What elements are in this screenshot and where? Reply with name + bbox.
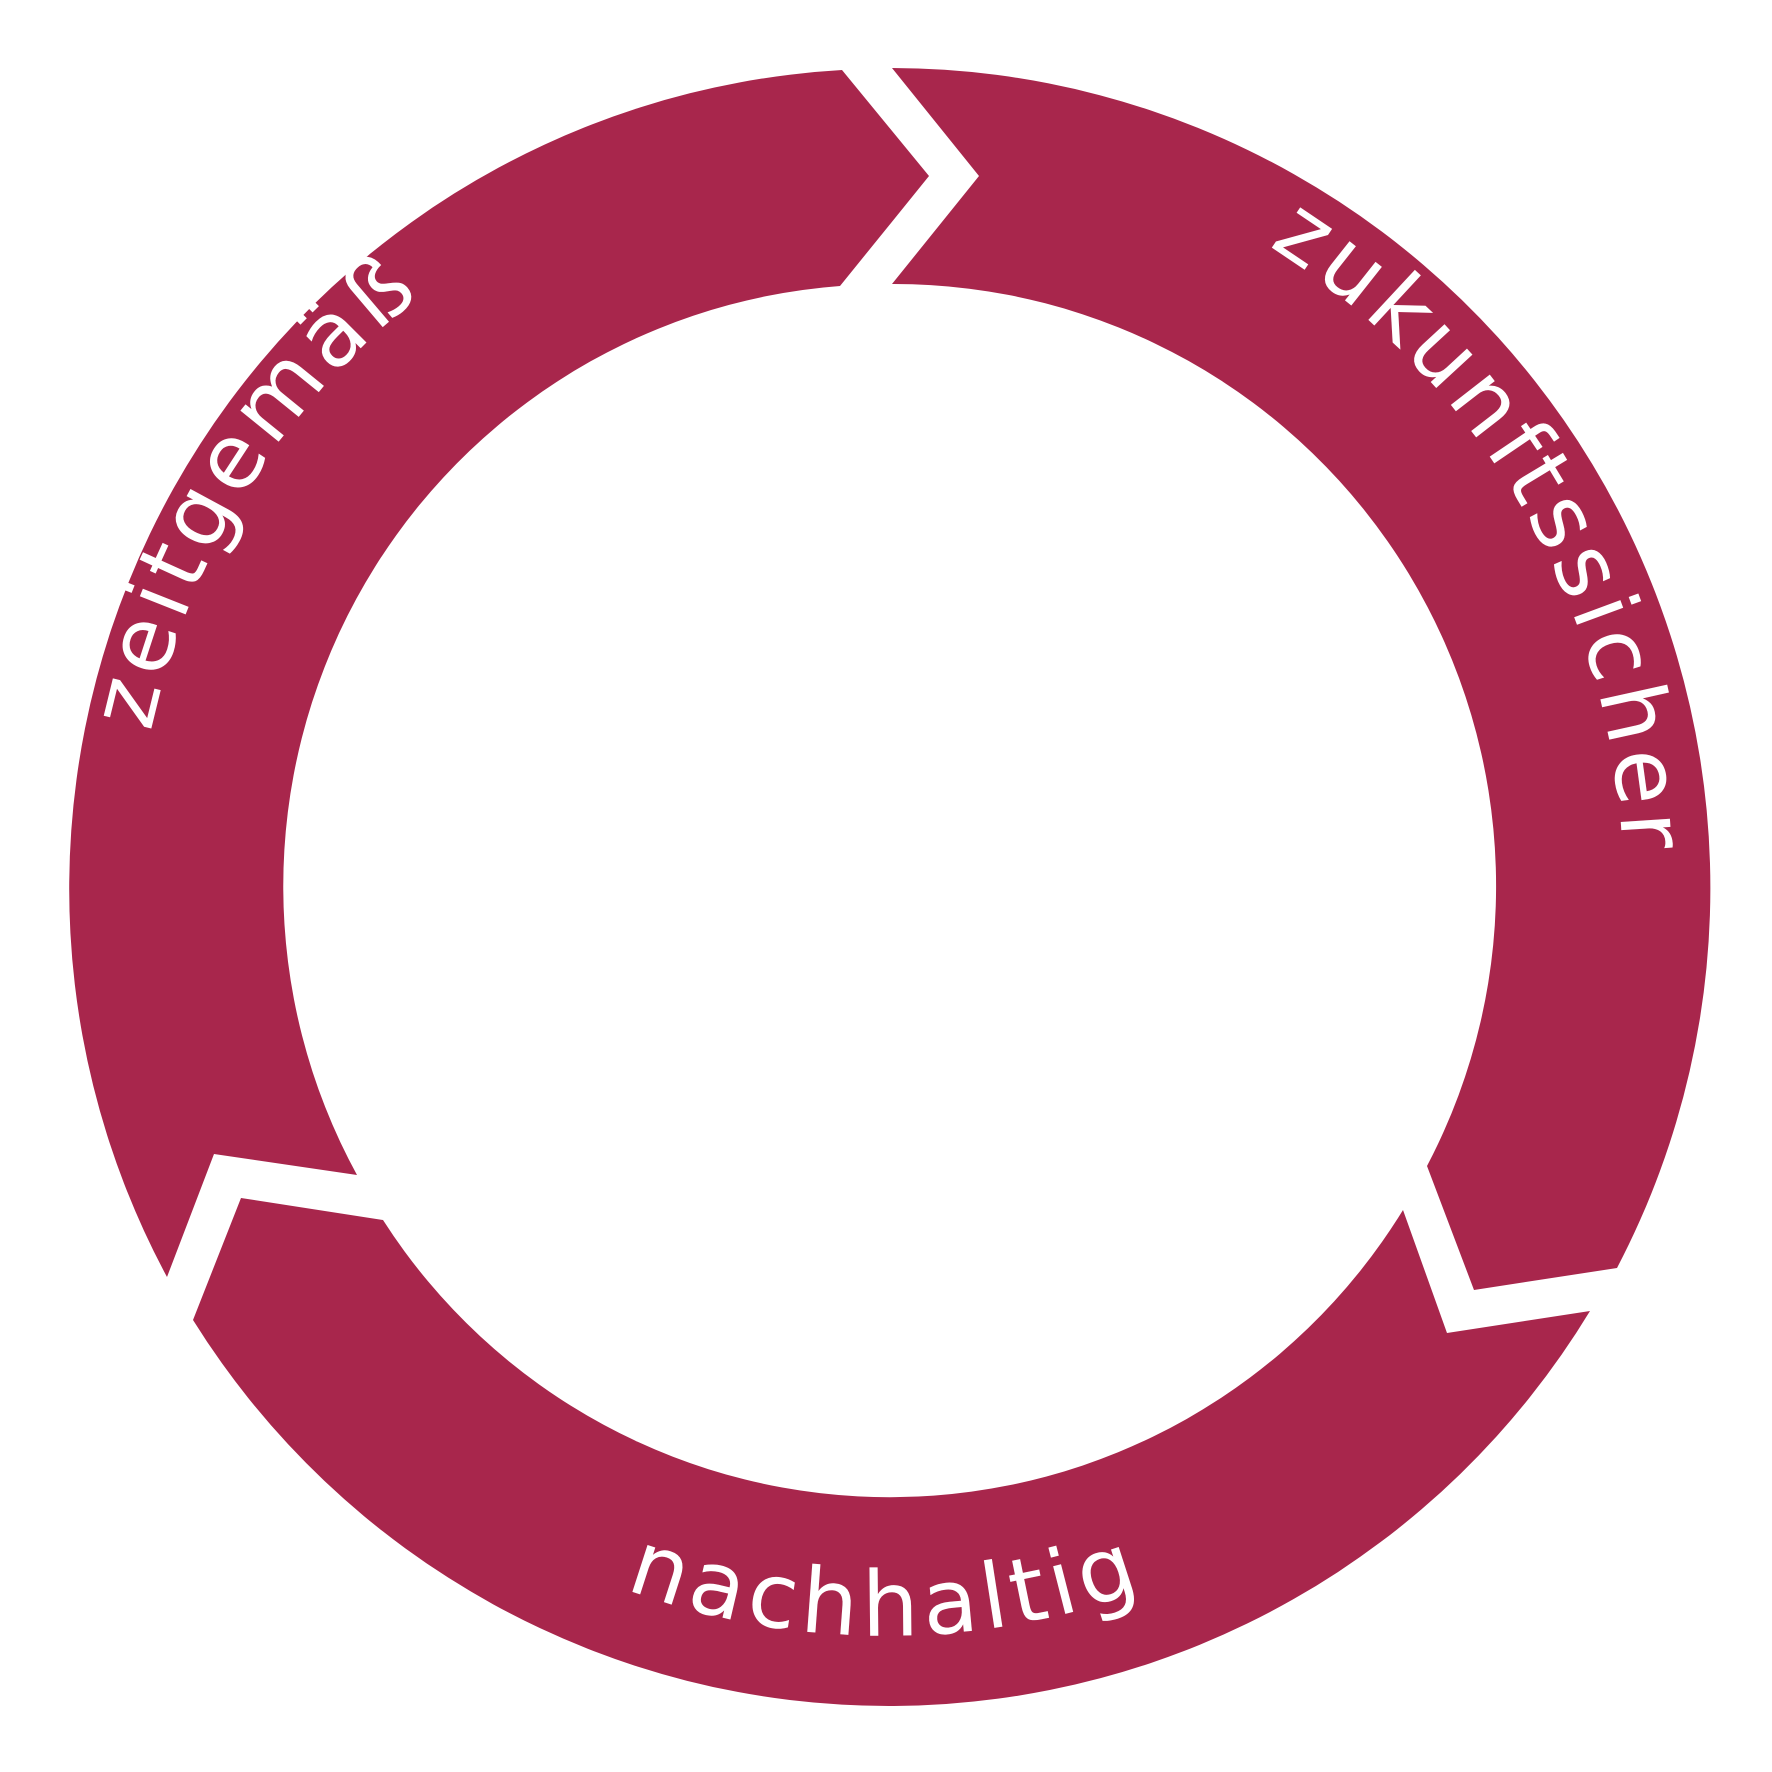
segment-nachhaltig-arrow <box>193 1198 1590 1707</box>
segment-zukunftssicher: zukunftssicher <box>892 68 1711 1290</box>
segment-zeitgemaess-arrow <box>69 70 929 1277</box>
segment-zeitgemaess: zeitgemäß <box>69 70 929 1277</box>
segment-nachhaltig: nachhaltig <box>193 1198 1590 1707</box>
segment-zukunftssicher-arrow <box>892 68 1711 1290</box>
